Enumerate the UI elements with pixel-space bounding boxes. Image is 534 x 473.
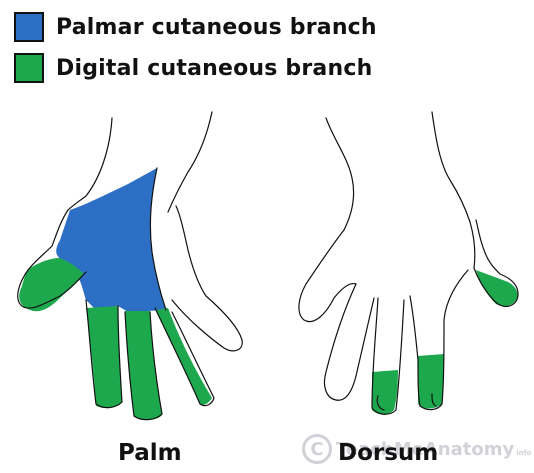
dorsum-ring-outline <box>323 283 375 401</box>
dorsum-index-outline <box>409 269 469 411</box>
digital-branch-dorsal-middle <box>372 370 398 415</box>
palm-middle-outline <box>124 311 163 421</box>
dorsum-nail-index <box>431 393 437 407</box>
dorsum-thumb-outline <box>469 219 519 307</box>
legend: Palmar cutaneous branch Digital cutaneou… <box>14 10 377 92</box>
watermark-text: TeachMeAnatomy <box>336 438 515 460</box>
digital-branch-ring <box>156 308 212 405</box>
dorsum-little-outline <box>298 229 357 323</box>
legend-swatch-palmar <box>14 12 44 42</box>
palm-blue-border <box>149 167 167 311</box>
watermark-suffix: info <box>516 449 532 457</box>
caption-dorsum: Dorsum <box>338 440 439 466</box>
watermark: C TeachMeAnatomy info <box>302 434 531 464</box>
dorsum-middle-outline <box>371 297 405 415</box>
legend-swatch-digital <box>14 53 44 83</box>
palm-thumb-outline <box>17 209 87 309</box>
dorsum-hand <box>298 111 519 415</box>
dorsum-forearm-right <box>431 111 471 223</box>
digital-branch-middle <box>125 311 162 421</box>
palm-ring-outline <box>154 307 215 407</box>
palm-little-outline <box>171 205 243 352</box>
legend-item-palmar: Palmar cutaneous branch <box>14 10 377 44</box>
legend-item-digital: Digital cutaneous branch <box>14 51 377 85</box>
palm-forearm-left <box>67 117 113 211</box>
digital-branch-index <box>86 306 122 409</box>
copyright-logo-icon: C <box>302 434 332 464</box>
palm-forearm-right <box>167 111 213 213</box>
palm-hand <box>17 111 243 421</box>
digital-branch-dorsal-index <box>418 354 444 409</box>
palmar-branch-region <box>56 168 166 312</box>
legend-label-palmar: Palmar cutaneous branch <box>56 14 377 40</box>
palm-index-outline <box>85 299 123 409</box>
legend-label-digital: Digital cutaneous branch <box>56 55 373 81</box>
digital-branch-thumb <box>19 258 84 312</box>
digital-branch-dorsal-thumb <box>476 270 518 307</box>
dorsum-forearm-left <box>325 117 355 231</box>
dorsum-nail-middle <box>376 395 385 411</box>
caption-palm: Palm <box>118 440 182 466</box>
